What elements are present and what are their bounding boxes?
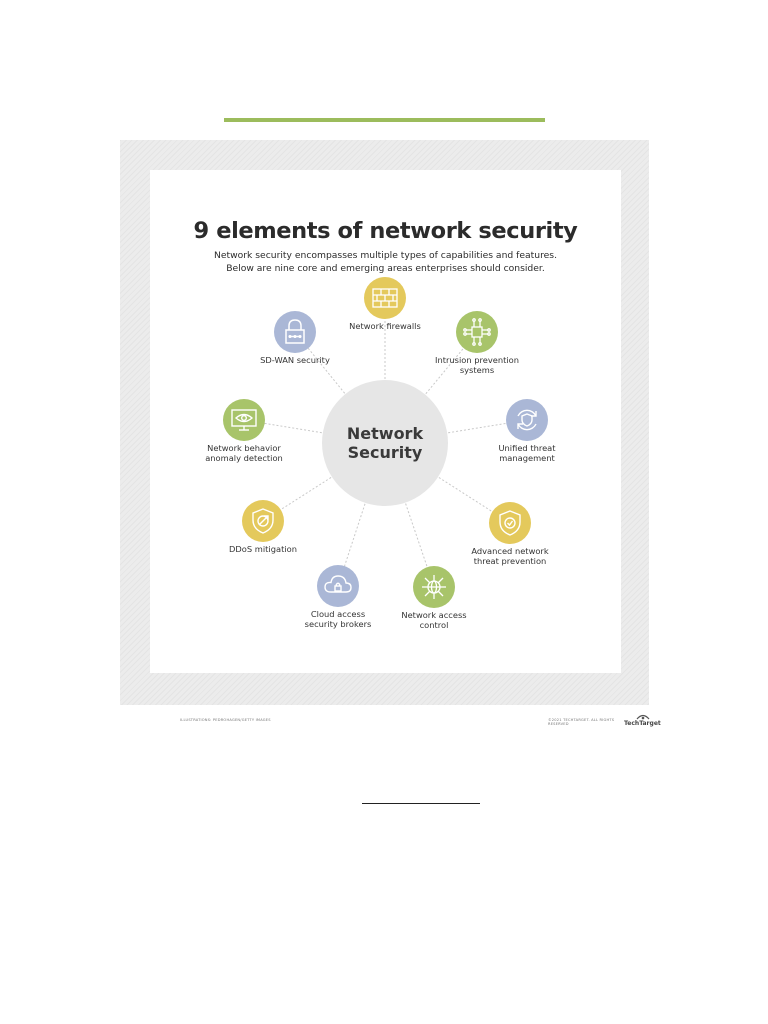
illustration-credit: ILLUSTRATIONS: PEDROHAGEN/GETTY IMAGES [180, 718, 271, 722]
node-label-line: threat prevention [473, 556, 547, 566]
node-circle [274, 311, 316, 353]
shield-check-icon [499, 510, 521, 536]
node-label: Network access control [354, 610, 514, 630]
node-circle [506, 399, 548, 441]
node-sd-wan-security: SD-WAN security [215, 311, 375, 365]
center-label-line: Network [346, 424, 424, 443]
node-label-line: security brokers [304, 619, 372, 629]
node-circle [223, 399, 265, 441]
node-circle [489, 502, 531, 544]
node-network-access-control: Network access control [354, 566, 514, 630]
padlock-icon [285, 319, 305, 344]
node-network-behavior-anomaly-detection: Network behavior anomaly detection [164, 399, 324, 463]
node-circle [242, 500, 284, 542]
node-circle [364, 277, 406, 319]
node-label: Advanced network threat prevention [430, 546, 590, 566]
node-advanced-threat-prevention: Advanced network threat prevention [430, 502, 590, 566]
eye-arc-icon [636, 714, 650, 720]
node-label-line: management [499, 453, 555, 463]
subtitle-line: Below are nine core and emerging areas e… [226, 262, 545, 274]
node-intrusion-prevention: Intrusion prevention systems [397, 311, 557, 375]
node-cloud-access-security-brokers: Cloud access security brokers [258, 565, 418, 629]
globe-network-icon [422, 575, 446, 599]
circuit-chip-icon [463, 318, 491, 346]
node-label: Network behavior anomaly detection [164, 443, 324, 463]
infographic-frame: 9 elements of network security Network s… [120, 140, 661, 727]
node-label: SD-WAN security [215, 355, 375, 365]
node-label: Unified threat management [447, 443, 607, 463]
subtitle-line: Network security encompasses multiple ty… [213, 250, 558, 261]
node-label-line: Cloud access [310, 609, 366, 619]
infographic-card: 9 elements of network security Network s… [150, 170, 661, 727]
node-network-firewalls: Network firewalls [305, 277, 465, 331]
brick-wall-icon [372, 288, 398, 308]
node-circle [456, 311, 498, 353]
copyright-notice: ©2021 TECHTARGET. ALL RIGHTS RESERVED [548, 718, 615, 726]
node-circle [317, 565, 359, 607]
node-label: Intrusion prevention systems [397, 355, 557, 375]
figure-title: 9 elements of network security [193, 218, 578, 244]
node-ddos-mitigation: DDoS mitigation [183, 500, 343, 554]
techtarget-logo: TechTarget [624, 713, 661, 729]
shield-target-icon [252, 508, 274, 534]
node-label: DDoS mitigation [183, 544, 343, 554]
node-label: Network firewalls [305, 321, 465, 331]
node-label-line: Network access [401, 610, 467, 620]
shield-sync-icon [517, 409, 537, 431]
node-label-line: Advanced network [471, 546, 549, 556]
node-label-line: control [419, 620, 449, 630]
node-unified-threat-management: Unified threat management [447, 399, 607, 463]
node-label-line: anomaly detection [205, 453, 283, 463]
node-label-line: SD-WAN security [260, 355, 330, 365]
node-label-line: systems [459, 365, 495, 375]
center-label-line: Security [347, 443, 423, 462]
node-circle [413, 566, 455, 608]
figure-subtitle: Network security encompasses multiple ty… [150, 250, 621, 275]
node-label-line: Network firewalls [349, 321, 421, 331]
node-label-line: Network behavior [207, 443, 281, 453]
center-node: Network Security [322, 380, 448, 506]
brand-name: TechTarget [624, 720, 661, 727]
cloud-lock-icon [324, 575, 352, 593]
node-label-line: Intrusion prevention [435, 355, 519, 365]
node-label: Cloud access security brokers [258, 609, 418, 629]
node-label-line: Unified threat [498, 443, 556, 453]
bottom-rule [362, 803, 480, 804]
node-label-line: DDoS mitigation [229, 544, 297, 554]
monitor-eye-icon [231, 409, 257, 431]
top-accent-rule [224, 118, 545, 122]
